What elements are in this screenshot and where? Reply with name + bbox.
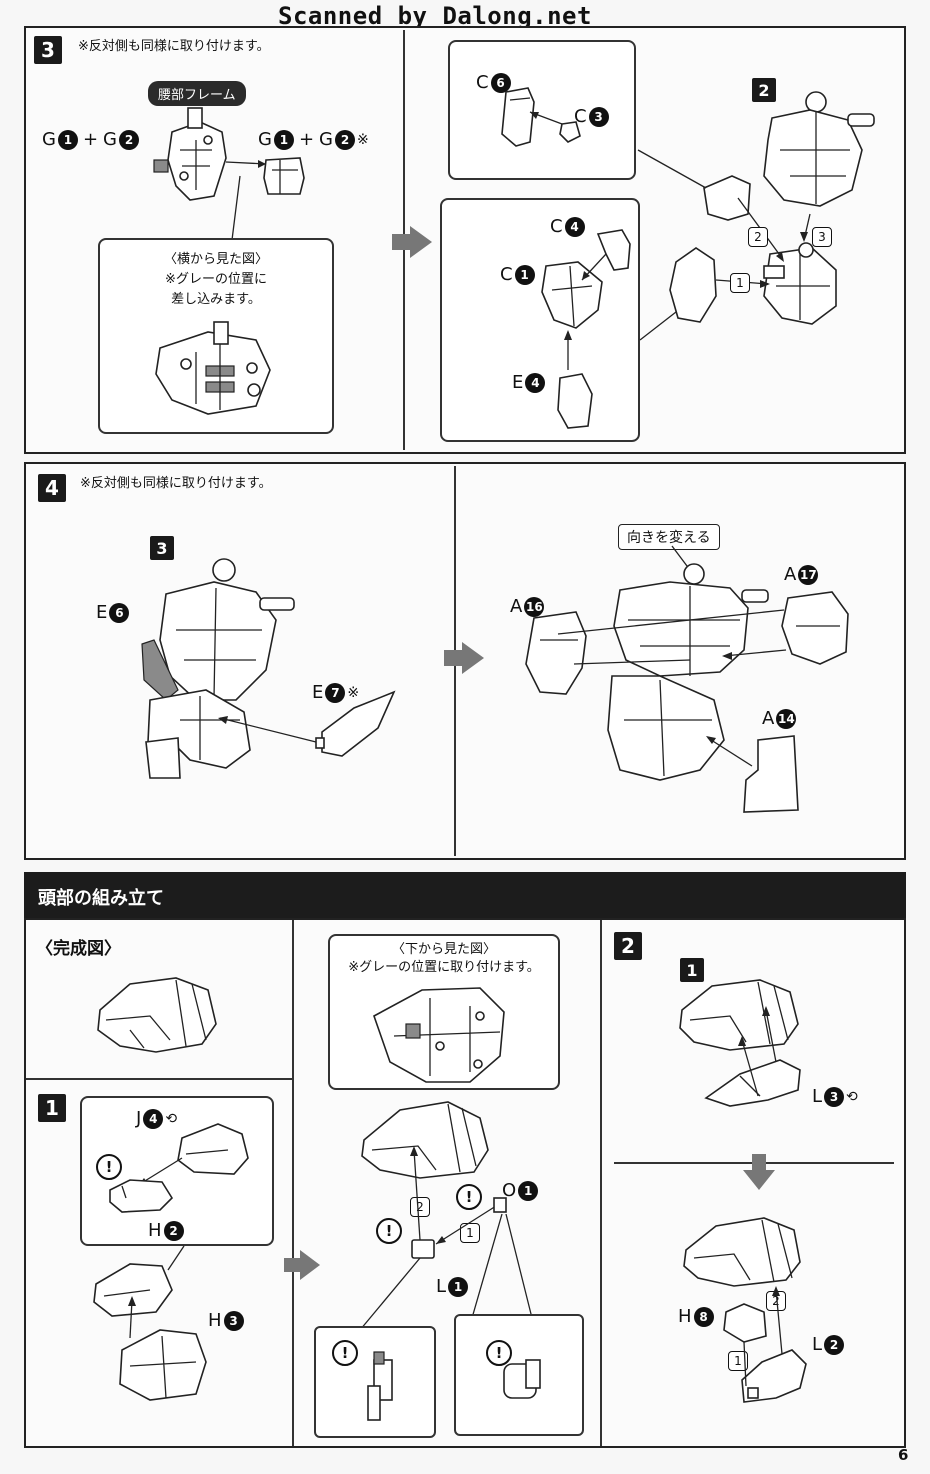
- head-divider-v1: [292, 920, 294, 1078]
- head-step2-sub1-number: 1: [680, 958, 704, 982]
- side-view-line3: 差し込みます。: [171, 292, 261, 307]
- step4-note: ※反対側も同様に取り付けます。: [80, 476, 272, 491]
- head-step1-number: 1: [38, 1094, 66, 1122]
- down-arrow-bar: [752, 1154, 766, 1170]
- order-2-step2: 2: [766, 1290, 786, 1311]
- head-step2-number: 2: [614, 932, 642, 960]
- bottom-view-callout: 〈下から見た図〉 ※グレーの位置に取り付けます。: [328, 934, 560, 1090]
- order-1-marker: 1: [730, 272, 750, 293]
- c6-c3-drawing: [501, 87, 581, 147]
- bottom-view-title: 〈下から見た図〉: [391, 942, 496, 957]
- order-1-step2: 1: [728, 1350, 748, 1371]
- caution-icon-o1: !: [456, 1184, 482, 1210]
- side-view-drawing: [155, 321, 271, 415]
- order-1-head: 1: [460, 1222, 480, 1243]
- caution-icon: !: [96, 1154, 122, 1180]
- step3-number: 3: [34, 36, 62, 64]
- side-view-line2: ※グレーの位置に: [165, 272, 267, 287]
- head-section-header: [24, 872, 906, 918]
- o1-detail-drawing: [503, 1359, 541, 1399]
- flow-arrow-head: [410, 226, 432, 258]
- side-view-callout: 〈横から見た図〉 ※グレーの位置に 差し込みます。: [98, 238, 334, 434]
- order-2-head: 2: [410, 1196, 430, 1217]
- step3-sub2-number: 2: [752, 78, 776, 102]
- flow-arrow-head-2: [462, 642, 484, 674]
- order-2-marker: 2: [748, 226, 768, 247]
- scan-credit: Scanned by Dalong.net: [278, 2, 592, 30]
- head-divider-h: [26, 1078, 294, 1080]
- caution-icon-detail2: !: [486, 1340, 512, 1366]
- caution-icon-l1: !: [376, 1218, 402, 1244]
- bottom-view-note: ※グレーの位置に取り付けます。: [348, 960, 540, 975]
- o1-detail-callout: !: [454, 1314, 584, 1436]
- c4-c1-e4-drawing: [541, 229, 631, 429]
- l1-detail-drawing: [367, 1351, 393, 1421]
- bottom-view-drawing: [373, 987, 505, 1083]
- side-view-title: 〈横から見た図〉: [163, 252, 268, 267]
- caution-icon-detail1: !: [332, 1340, 358, 1366]
- turn-label-box: 向きを変える: [618, 524, 720, 550]
- step3-note: ※反対側も同様に取り付けます。: [78, 39, 270, 54]
- head-section-title: 頭部の組み立て: [38, 888, 164, 909]
- flow-arrow-bar: [392, 234, 410, 250]
- step4-number: 4: [38, 474, 66, 502]
- head-divider-v3: [600, 920, 602, 1446]
- flow-arrow-head-3: [300, 1250, 320, 1280]
- step4-sub3-number: 3: [150, 536, 174, 560]
- j4-h2-drawing: [109, 1123, 249, 1213]
- l1-detail-callout: !: [314, 1326, 436, 1438]
- flow-arrow-bar-3: [284, 1258, 300, 1272]
- page-number: 6: [898, 1446, 909, 1464]
- down-arrow-head: [743, 1170, 775, 1190]
- flow-arrow-bar-2: [444, 650, 462, 666]
- order-3-marker: 3: [812, 226, 832, 247]
- waist-frame-label: 腰部フレーム: [148, 81, 246, 106]
- complete-label: 〈完成図〉: [36, 939, 121, 959]
